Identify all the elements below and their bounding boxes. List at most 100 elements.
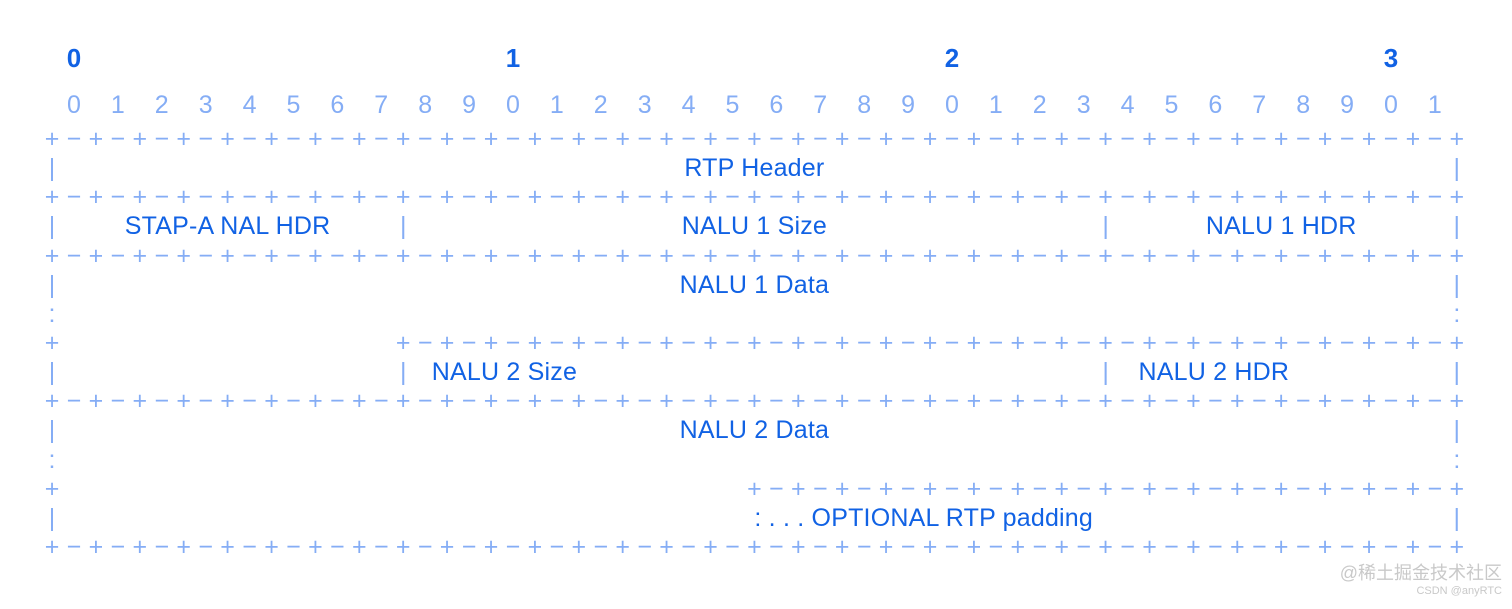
grid-mark: + — [1361, 532, 1377, 561]
grid-mark: + — [922, 532, 938, 561]
grid-mark: + — [264, 125, 279, 153]
grid-mark: − — [769, 125, 784, 153]
grid-mark: + — [132, 183, 148, 212]
grid-mark: − — [856, 183, 872, 212]
grid-mark: − — [812, 241, 828, 270]
grid-mark: − — [681, 125, 696, 153]
grid-mark: + — [308, 387, 323, 416]
grid-mark: − — [417, 125, 433, 153]
grid-mark: + — [790, 532, 806, 561]
grid-mark: + — [1317, 241, 1333, 270]
grid-mark: + — [922, 474, 938, 503]
bit-group-label-3: 3 — [1383, 43, 1399, 73]
grid-mark: + — [615, 328, 630, 357]
grid-mark: − — [417, 241, 433, 270]
grid-mark: | — [48, 270, 56, 299]
grid-mark: − — [900, 125, 916, 153]
grid-mark: | — [1453, 416, 1461, 445]
grid-mark: − — [1208, 387, 1223, 416]
grid-mark: − — [1076, 387, 1091, 416]
grid-mark: − — [198, 125, 213, 153]
grid-mark: + — [834, 125, 850, 153]
grid-mark: + — [176, 183, 191, 212]
grid-mark: + — [44, 387, 60, 416]
grid-mark: + — [1054, 328, 1069, 357]
grid-mark: + — [1098, 183, 1113, 212]
rtp-header-row: ||RTP Header — [0, 153, 1512, 183]
separator-2: +−+−+−+−+−+−+−+−+−+−+−+−+−+−+−+−+−+−+−+−… — [0, 182, 1512, 212]
grid-mark: + — [834, 328, 850, 357]
grid-mark: + — [615, 241, 630, 270]
bit-digit: 2 — [154, 91, 169, 119]
bit-digit: 9 — [1340, 91, 1354, 119]
grid-mark: + — [351, 387, 367, 416]
grid-mark: + — [1098, 328, 1113, 357]
grid-mark: + — [571, 183, 587, 212]
grid-mark: + — [1010, 328, 1026, 357]
grid-mark: + — [527, 387, 543, 416]
grid-mark: − — [1383, 474, 1399, 503]
field-label-nalu-2-data: NALU 2 Data — [679, 416, 830, 445]
grid-mark: − — [637, 241, 652, 270]
grid-mark: + — [132, 125, 148, 153]
grid-mark: + — [790, 387, 806, 416]
grid-mark: − — [198, 241, 213, 270]
bit-digit: 6 — [769, 91, 784, 119]
grid-mark: − — [198, 532, 213, 561]
continuation-2: :: — [0, 445, 1512, 475]
grid-mark: + — [132, 241, 148, 270]
bit-digit: 5 — [725, 91, 740, 119]
grid-mark: − — [242, 125, 257, 153]
grid-mark: − — [593, 387, 609, 416]
grid-mark: − — [154, 387, 170, 416]
grid-mark: | — [1102, 212, 1109, 241]
grid-mark: − — [549, 387, 565, 416]
grid-mark: − — [461, 532, 477, 561]
grid-mark: − — [110, 125, 126, 153]
grid-mark: − — [66, 387, 82, 416]
grid-mark: − — [1295, 125, 1311, 153]
grid-mark: + — [308, 183, 323, 212]
grid-mark: + — [1449, 125, 1465, 153]
grid-mark: + — [966, 387, 982, 416]
grid-mark: + — [1010, 183, 1026, 212]
grid-mark: − — [1295, 474, 1311, 503]
grid-mark: + — [747, 387, 762, 416]
grid-mark: + — [1273, 328, 1289, 357]
grid-mark: − — [1339, 328, 1355, 357]
grid-mark: − — [66, 241, 82, 270]
grid-mark: + — [1186, 474, 1201, 503]
grid-mark: + — [790, 183, 806, 212]
grid-mark: − — [549, 328, 565, 357]
grid-mark: + — [483, 387, 499, 416]
grid-mark: − — [549, 241, 565, 270]
grid-mark: + — [1229, 474, 1245, 503]
grid-mark: + — [395, 328, 411, 357]
grid-mark: − — [1427, 474, 1443, 503]
separator-5: +−+−+−+−+−+−+−+−+−+−+−+−+−+−+−+−+−+−+−+−… — [0, 532, 1512, 562]
grid-mark: + — [1361, 183, 1377, 212]
grid-mark: + — [571, 125, 587, 153]
grid-mark: + — [1361, 241, 1377, 270]
grid-mark: + — [439, 532, 455, 561]
bit-digit: 9 — [462, 91, 476, 119]
grid-mark: − — [1120, 387, 1135, 416]
grid-mark: + — [571, 532, 587, 561]
separator-3: +−+−+−+−+−+−+−+−+−+−+−+−+−+−+−+−+−+−+−+−… — [0, 241, 1512, 271]
grid-mark: − — [944, 328, 960, 357]
grid-mark: + — [878, 183, 894, 212]
grid-mark: + — [878, 532, 894, 561]
grid-mark: − — [1427, 387, 1443, 416]
grid-mark: − — [812, 387, 828, 416]
grid-mark: + — [395, 532, 411, 561]
grid-mark: − — [1208, 532, 1223, 561]
grid-mark: − — [1339, 387, 1355, 416]
grid-mark: + — [1098, 474, 1113, 503]
grid-mark: + — [659, 183, 674, 212]
grid-mark: | — [1453, 503, 1461, 532]
grid-mark: − — [1076, 183, 1091, 212]
grid-mark: + — [966, 328, 982, 357]
grid-mark: + — [1186, 328, 1201, 357]
grid-mark: − — [1295, 241, 1311, 270]
